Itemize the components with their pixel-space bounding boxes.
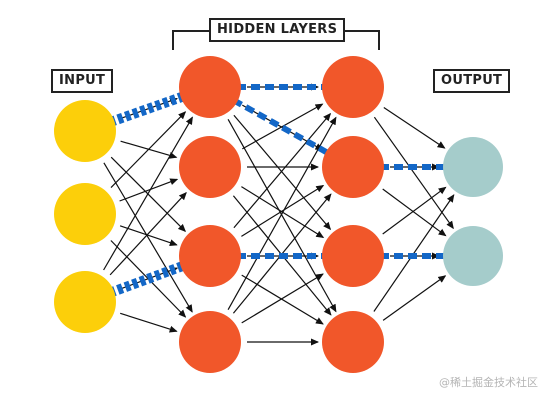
connection-arrow <box>109 191 187 276</box>
connection-arrow <box>110 111 187 189</box>
connection-arrow <box>242 103 324 150</box>
hidden-layer-2-node <box>322 136 384 198</box>
output-layer-label: OUTPUT <box>433 69 511 93</box>
highlighted-path <box>108 84 447 298</box>
connection-arrow <box>241 184 325 237</box>
output-node <box>443 137 503 197</box>
watermark: @稀土掘金技术社区 <box>439 376 538 389</box>
connection-arrow <box>373 116 454 230</box>
connection-arrow <box>382 188 447 237</box>
input-node <box>54 271 116 333</box>
hidden-layer-1-node <box>179 56 241 118</box>
connection-arrow <box>120 312 178 333</box>
connection-arrow <box>382 275 447 321</box>
hidden-layer-2-node <box>322 225 384 287</box>
connection-arrow <box>233 114 332 231</box>
hidden-layer-1-node <box>179 311 241 373</box>
input-layer-label: INPUT <box>51 69 114 93</box>
hidden-layer-1-node <box>179 136 241 198</box>
connection-arrow <box>233 112 332 229</box>
input-node <box>54 183 116 245</box>
nodes <box>54 56 503 373</box>
edges <box>103 83 455 346</box>
connection-arrow <box>103 162 193 313</box>
highlighted-connection <box>108 91 187 127</box>
connection-arrow <box>241 273 324 324</box>
hidden-layers-label: HIDDEN LAYERS <box>209 18 346 42</box>
input-node <box>54 100 116 162</box>
connection-arrow <box>119 225 178 246</box>
connection-arrow <box>119 178 179 202</box>
hidden-layer-2-node <box>322 56 384 118</box>
highlighted-connection <box>232 97 331 157</box>
hidden-layer-1-node <box>179 225 241 287</box>
highlighted-connection <box>108 260 187 298</box>
hidden-layer-2-node <box>322 311 384 373</box>
output-node <box>443 226 503 286</box>
connection-arrow <box>227 116 337 310</box>
connection-arrow <box>241 274 324 325</box>
connection-arrow <box>103 116 193 271</box>
connection-arrow <box>383 107 446 149</box>
connection-arrow <box>382 186 447 235</box>
